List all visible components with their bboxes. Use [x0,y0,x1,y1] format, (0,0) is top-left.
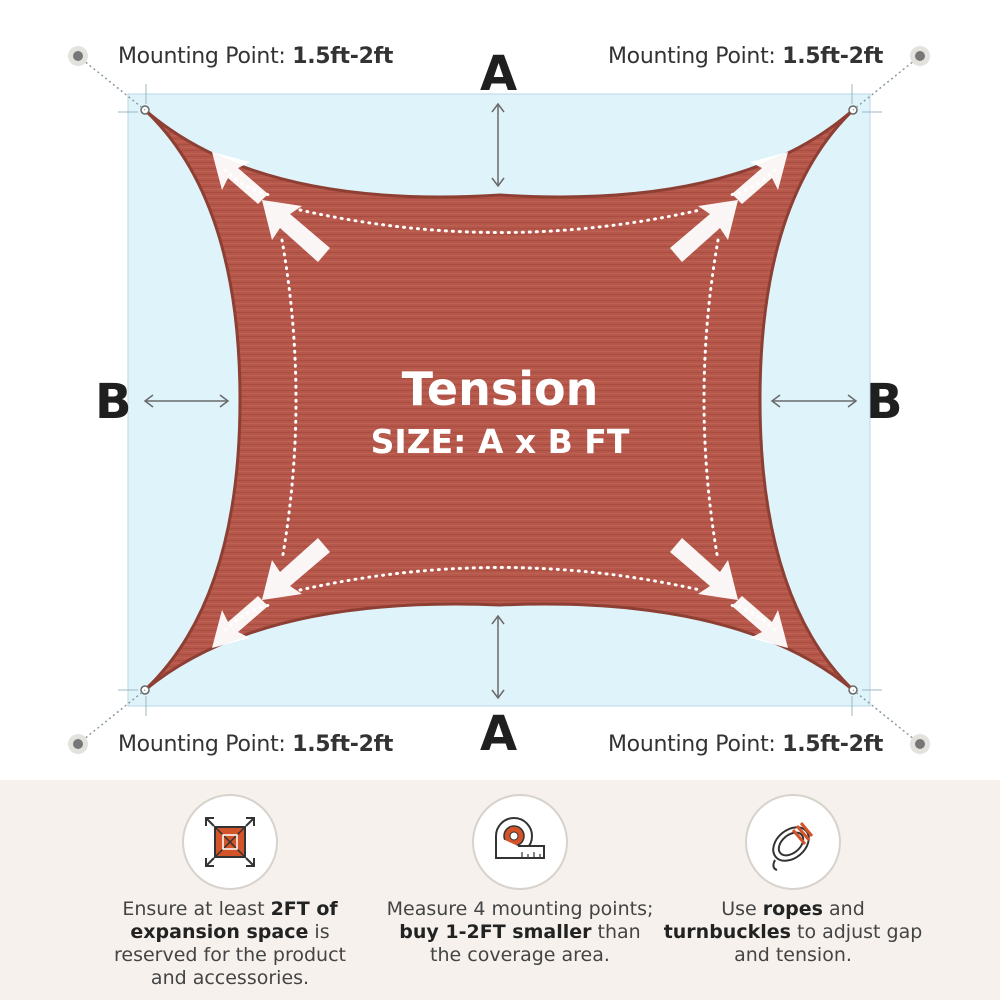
mounting-point-label-bottom-left: Mounting Point: 1.5ft-2ft [118,732,394,757]
mounting-point-dots [68,46,930,754]
mounting-point-label-bottom-right: Mounting Point: 1.5ft-2ft [608,732,884,757]
sail-diagram: Mounting Point: 1.5ft-2ft Mounting Point… [68,44,930,762]
dimension-label-bottom: A [480,706,518,762]
tape-measure-icon [472,794,568,890]
feature-ropes: Use ropes and turnbuckles to adjust gap … [658,780,928,1000]
expansion-space-icon [182,794,278,890]
feature-expansion-space: Ensure at least 2FT of expansion space i… [95,780,365,1000]
size-label: SIZE: A x B FT [370,422,630,461]
dimension-label-top: A [480,46,518,102]
feature-measure-text: Measure 4 mounting points; buy 1-2FT sma… [386,898,654,966]
rope-coil-icon [745,794,841,890]
mounting-point-label-top-right: Mounting Point: 1.5ft-2ft [608,44,884,69]
feature-ropes-text: Use ropes and turnbuckles to adjust gap … [663,898,923,966]
mounting-leaders [77,55,921,745]
tension-arrows [212,152,788,648]
instructions-panel: Ensure at least 2FT of expansion space i… [0,780,1000,1000]
mounting-point-label-top-left: Mounting Point: 1.5ft-2ft [118,44,394,69]
coverage-corner-ticks [118,84,882,716]
dimension-arrows [143,102,858,700]
feature-expansion-space-text: Ensure at least 2FT of expansion space i… [114,898,346,989]
sail-illustration [68,46,930,754]
feature-measure: Measure 4 mounting points; buy 1-2FT sma… [385,780,655,1000]
tension-title: Tension [401,362,599,416]
dimension-label-right: B [866,374,903,430]
dimension-label-left: B [95,374,132,430]
